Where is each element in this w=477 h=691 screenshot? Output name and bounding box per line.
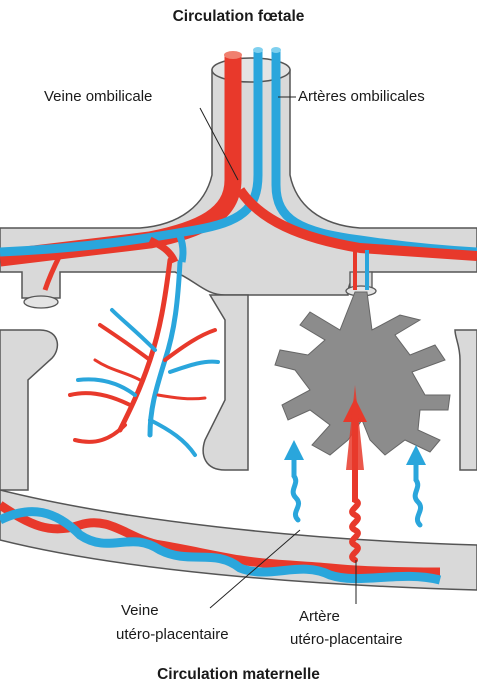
stub-opening-left (24, 296, 58, 308)
vessel-top-blue-2 (271, 47, 281, 53)
villus-fetal-capillaries (70, 260, 218, 455)
label-umbilical-vein: Veine ombilicale (44, 88, 152, 106)
label-uteroplacental-vein-line2: utéro-placentaire (116, 626, 229, 644)
label-uteroplacental-artery-line2: utéro-placentaire (290, 631, 403, 649)
label-umbilical-arteries: Artères ombilicales (298, 88, 425, 106)
septum-middle (203, 295, 248, 470)
vessel-top-blue-1 (253, 47, 263, 53)
label-uteroplacental-artery-line1: Artère (299, 608, 340, 626)
septum-right (455, 330, 477, 470)
vessel-top-red (224, 51, 242, 59)
label-uteroplacental-vein-line1: Veine (121, 602, 159, 620)
title-fetal-circulation: Circulation fœtale (0, 8, 477, 26)
septum-left (0, 330, 57, 490)
title-maternal-circulation: Circulation maternelle (0, 666, 477, 684)
villus-gray (275, 292, 450, 455)
